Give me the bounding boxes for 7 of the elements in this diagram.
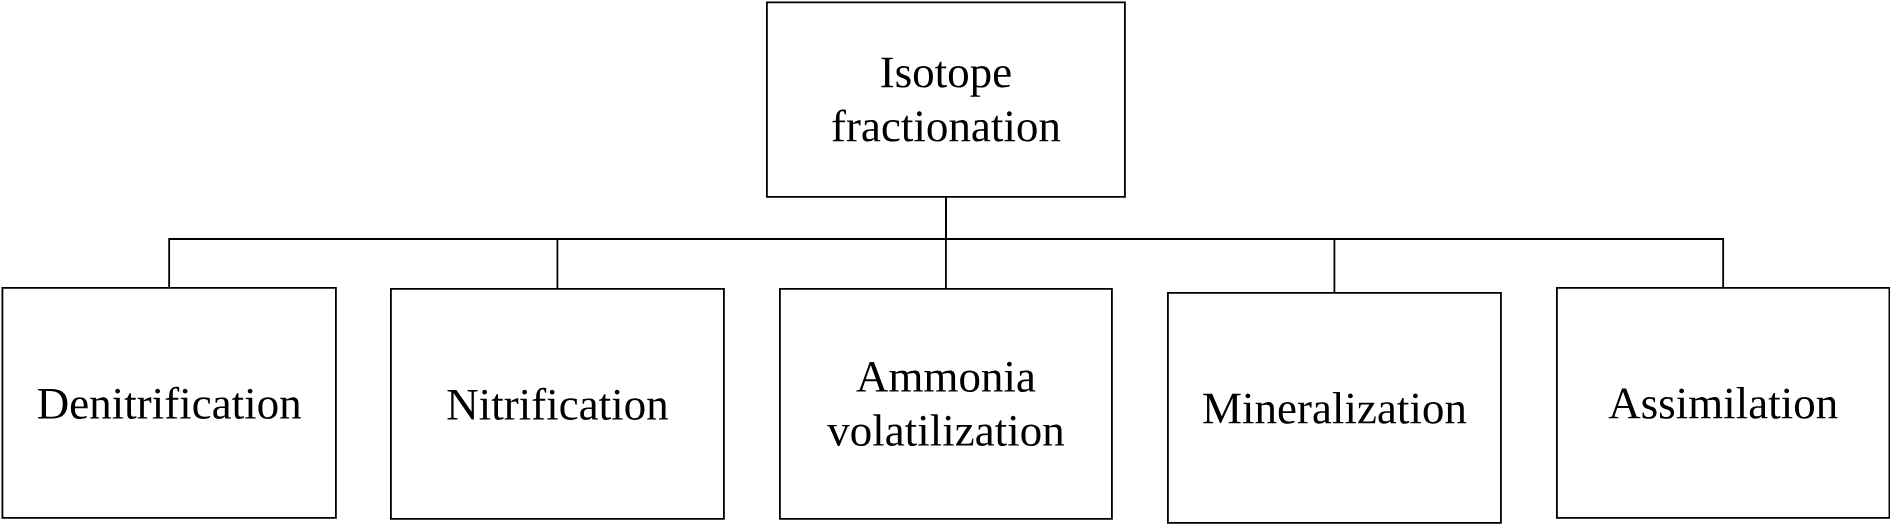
category-box: Ammonia volatilization	[779, 288, 1113, 520]
category-box: Assimilation	[1556, 287, 1890, 519]
category-box: Mineralization	[1167, 292, 1502, 524]
category-box: Nitrification	[390, 288, 725, 520]
category-box: Denitrification	[1, 287, 337, 519]
root-box: Isotope fractionation	[766, 1, 1126, 198]
connector-line	[945, 196, 1725, 288]
